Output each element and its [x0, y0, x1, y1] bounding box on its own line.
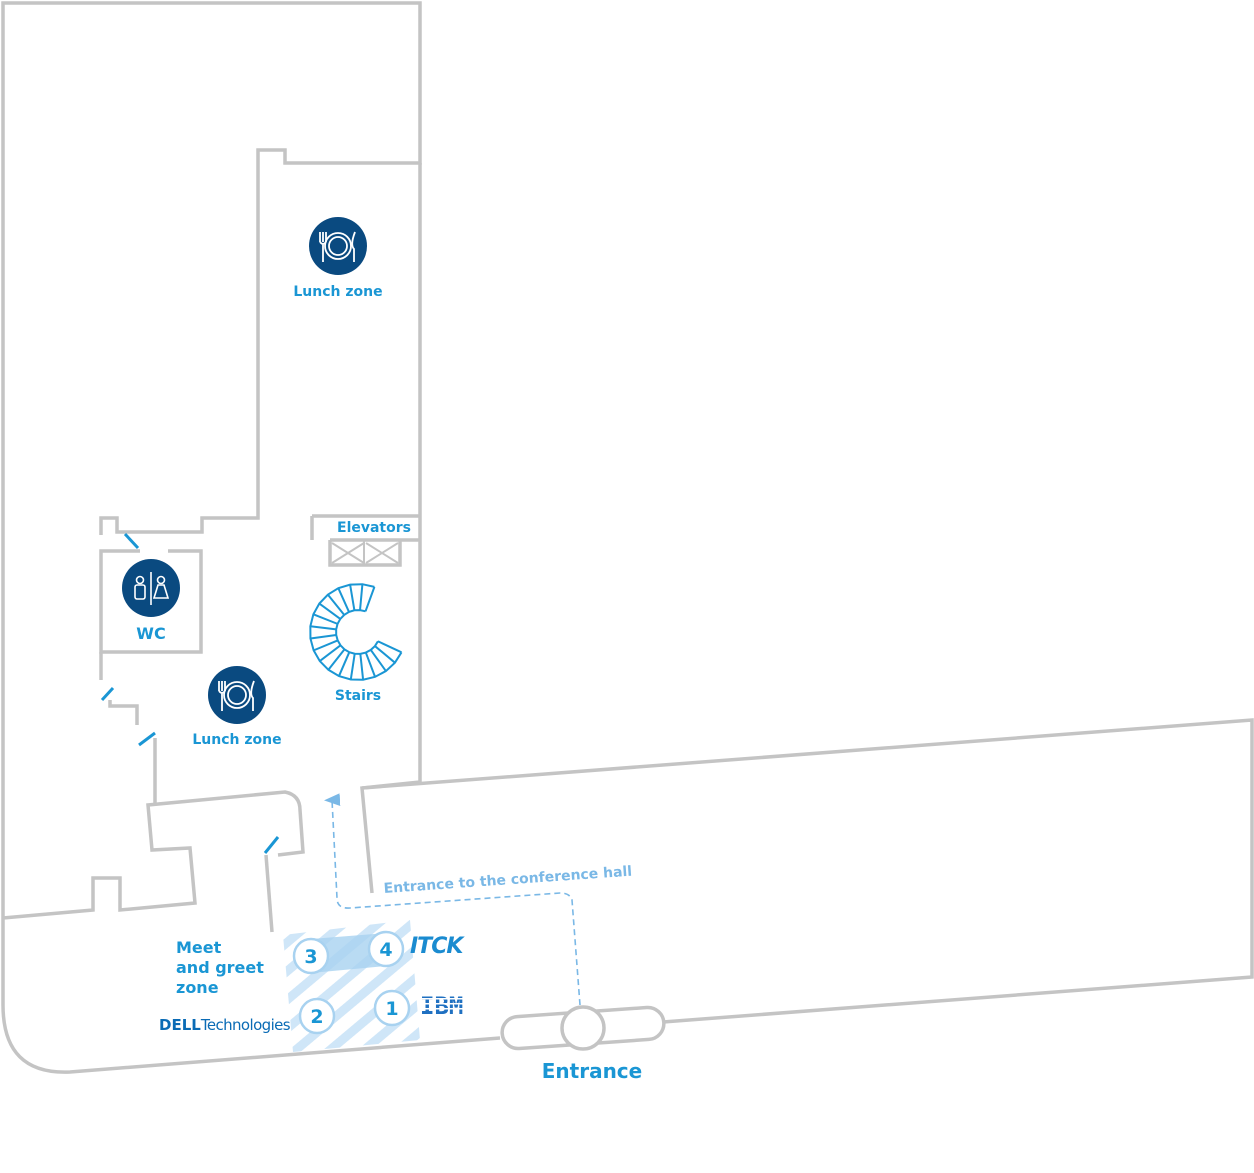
lunch-zone-bottom-label: Lunch zone — [192, 732, 281, 748]
entrance-door[interactable] — [500, 1005, 666, 1051]
svg-text:4: 4 — [379, 939, 392, 961]
stair-step — [349, 653, 356, 680]
lunch-zone-top-label: Lunch zone — [293, 284, 382, 300]
cutlery-plate-icon — [319, 231, 356, 262]
stair-step — [337, 587, 350, 613]
svg-text:3: 3 — [304, 946, 317, 968]
stair-step — [310, 633, 337, 640]
stair-step — [313, 639, 339, 652]
cutlery-plate-icon — [218, 680, 255, 711]
dell-logo: DELLTechnologies — [159, 1016, 291, 1034]
stair-outline — [309, 583, 403, 681]
conference-path-label: Entrance to the conference hall — [383, 864, 632, 897]
stair-step — [364, 586, 376, 612]
stand-3-4-band — [311, 933, 386, 973]
stair-step — [319, 644, 342, 662]
conference-path — [324, 793, 581, 1006]
stand-4[interactable]: 4 — [367, 930, 405, 968]
stand-2[interactable]: 2 — [298, 997, 336, 1035]
doors — [100, 532, 280, 854]
svg-text:IBM: IBM — [420, 992, 463, 1020]
svg-text:zone: zone — [176, 978, 219, 997]
stand-1[interactable]: 1 — [373, 989, 411, 1027]
spiral-stairs-icon[interactable] — [309, 583, 403, 681]
lunch-zone-bottom[interactable]: Lunch zone — [192, 666, 282, 748]
stair-step — [327, 594, 345, 616]
entrance-label: Entrance — [542, 1059, 642, 1083]
stair-step — [374, 645, 396, 664]
stair-step — [310, 625, 337, 631]
stair-step — [349, 584, 356, 611]
stair-step — [359, 584, 364, 611]
meet-greet-label: Meet and greet zone — [176, 938, 264, 997]
svg-text:Meet: Meet — [176, 938, 222, 957]
stair-step — [364, 652, 377, 678]
stair-step — [359, 653, 365, 680]
stair-step — [369, 649, 387, 672]
itck-logo: ITCK — [410, 934, 465, 959]
svg-text:and greet: and greet — [176, 958, 264, 977]
stair-step — [338, 651, 351, 677]
stand-3[interactable]: 3 — [292, 937, 330, 975]
stair-step — [318, 602, 341, 620]
lunch-zone-top[interactable]: Lunch zone — [293, 217, 383, 300]
walls — [1, 1, 1254, 1074]
stair-step — [313, 613, 338, 625]
svg-text:1: 1 — [385, 998, 398, 1020]
stairs-label: Stairs — [335, 688, 381, 704]
stair-step — [377, 640, 402, 654]
wc-label: WC — [136, 624, 165, 643]
ibm-logo: IBM — [418, 992, 488, 1020]
wc-zone[interactable]: WC — [122, 559, 180, 643]
stair-step — [327, 648, 346, 671]
svg-text:2: 2 — [310, 1006, 323, 1028]
elevators-label: Elevators — [337, 520, 411, 536]
restroom-icon — [134, 572, 170, 605]
stair-outline — [335, 609, 379, 655]
